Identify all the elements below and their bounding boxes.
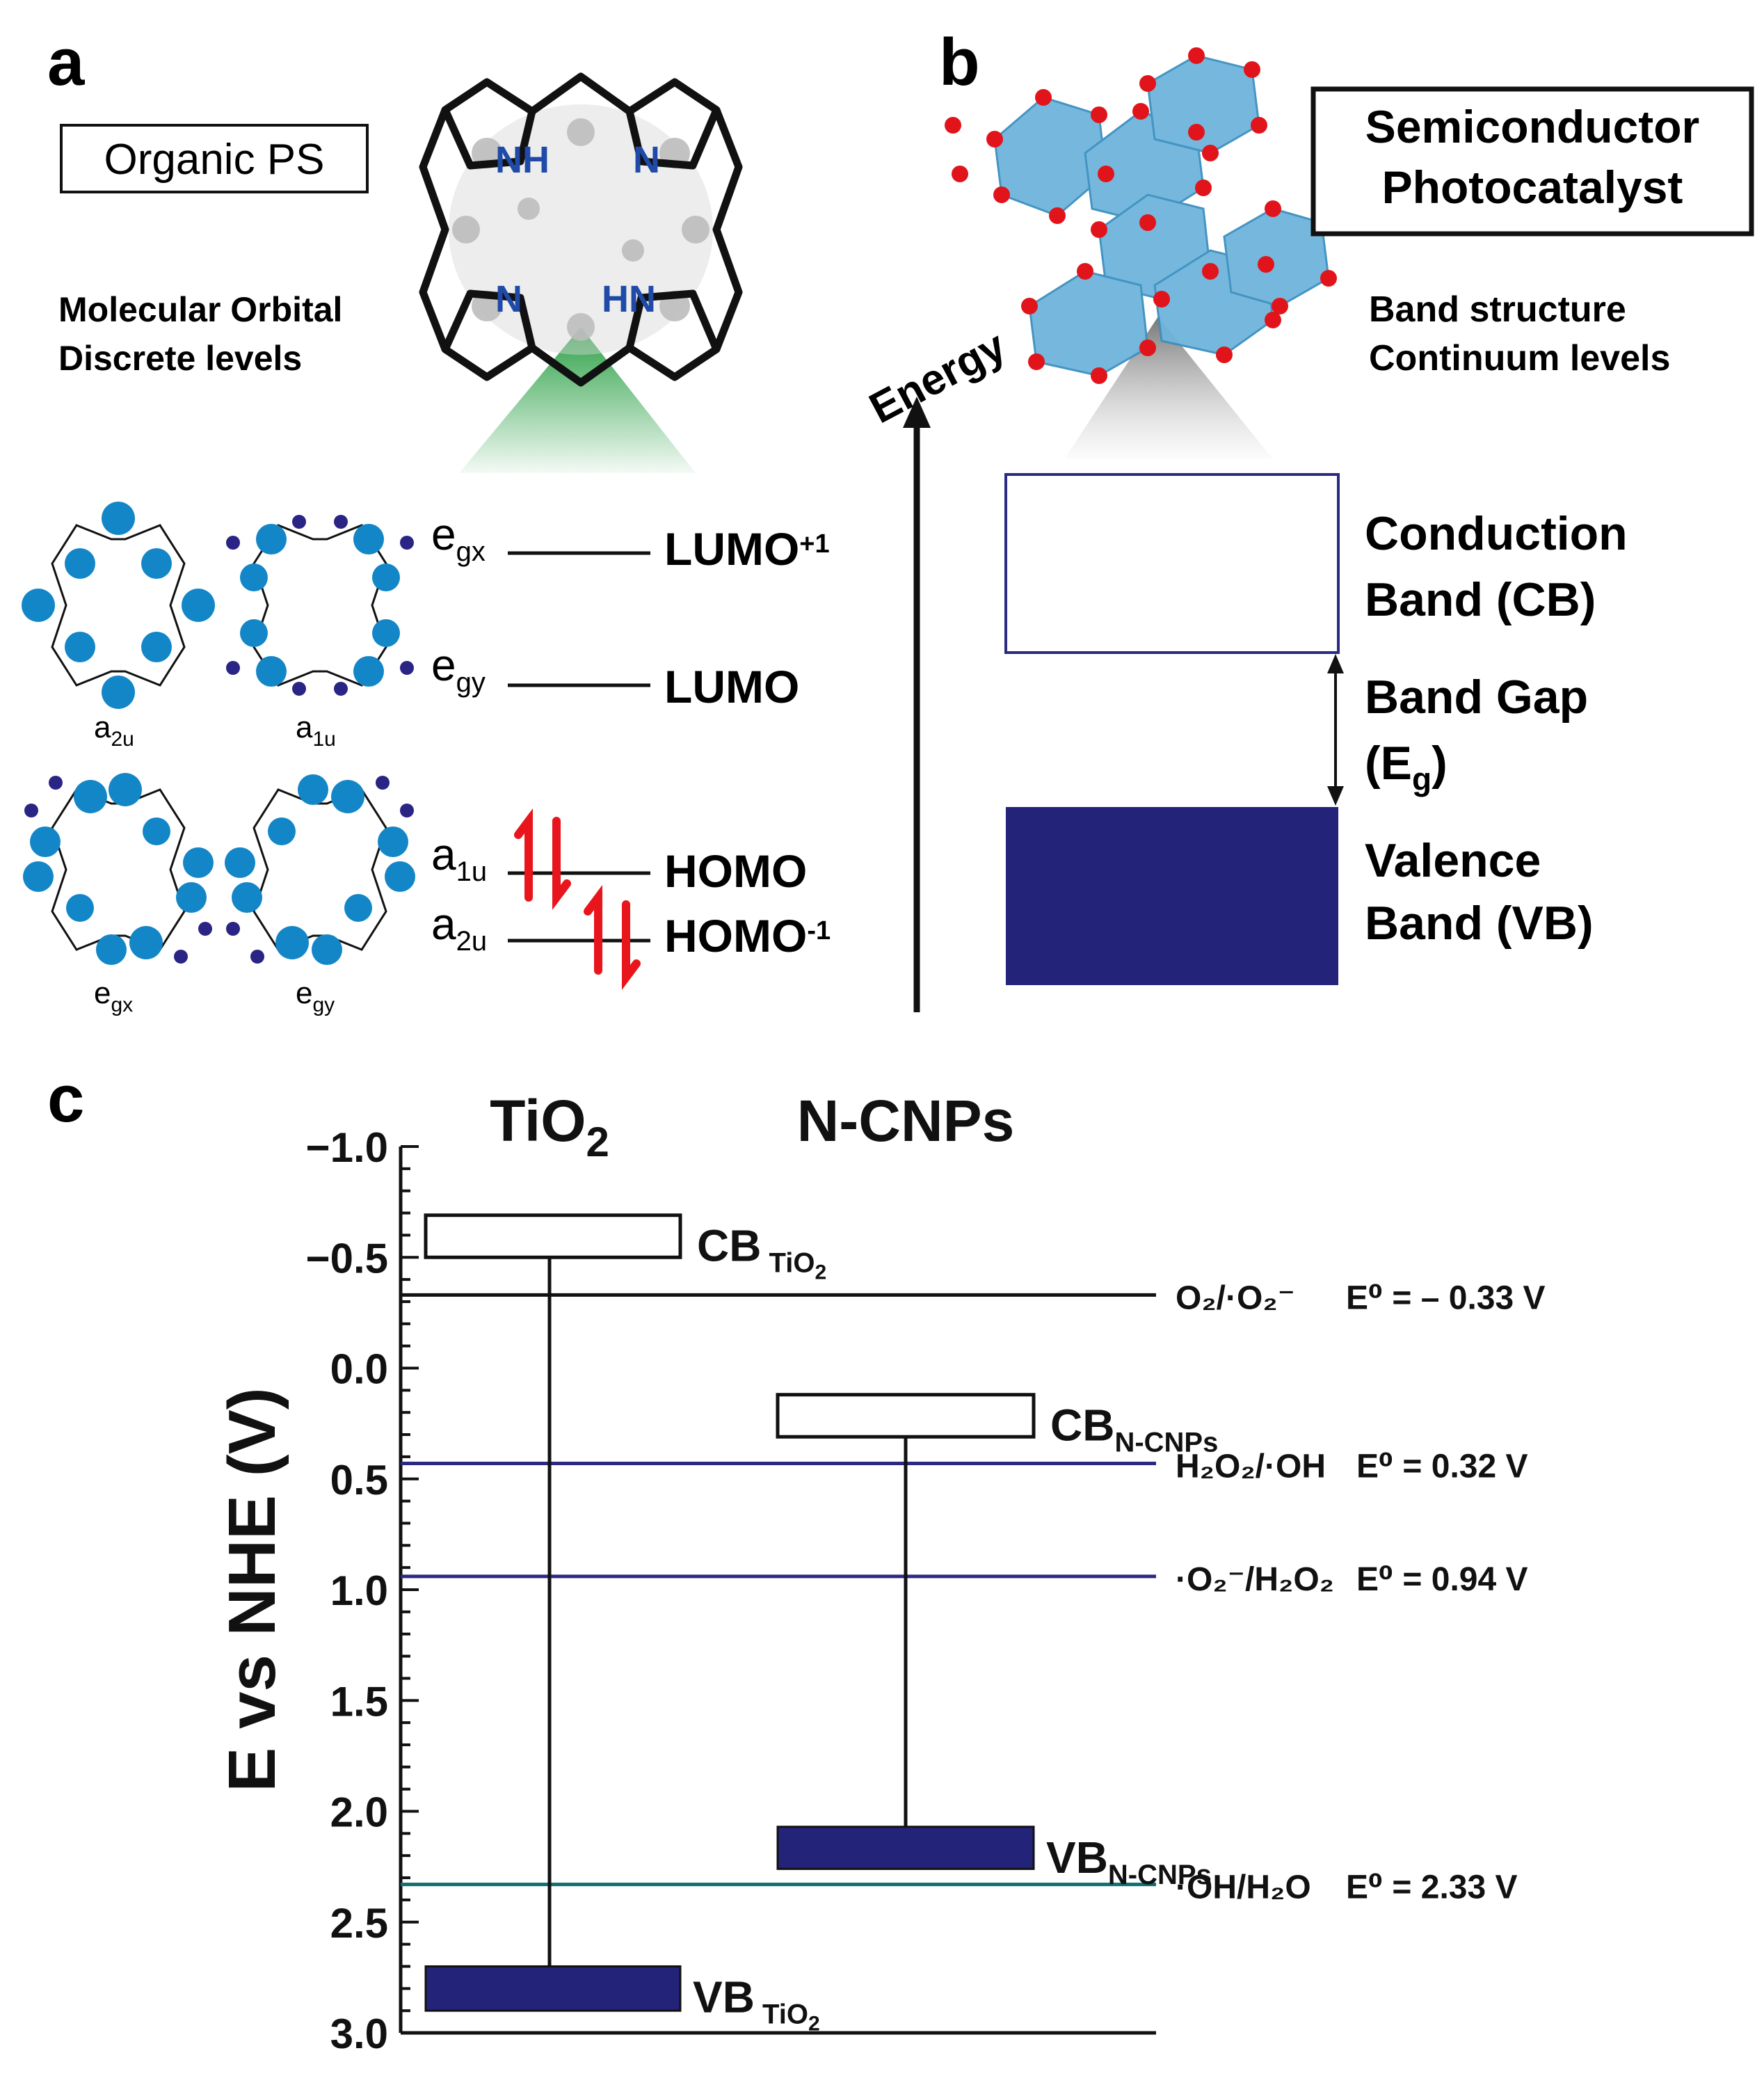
- energy-axis-arrowhead-icon: [903, 397, 931, 428]
- level-homo-minus1-label: HOMO-1: [664, 910, 831, 961]
- vb-label: VBN-CNPs: [1046, 1833, 1212, 1890]
- n-label-bottom: N: [495, 278, 522, 320]
- molecular-orbital-text: Molecular Orbital: [58, 290, 342, 329]
- y-tick-label: −1.0: [306, 1124, 388, 1171]
- orbital-a2u-icon: [22, 502, 215, 709]
- cb-label-line1: Conduction: [1365, 507, 1628, 560]
- conduction-band-rect: [424, 1213, 682, 1259]
- redox-label: ·OH/H₂O: [1176, 1869, 1311, 1906]
- panel-c: c −1.0 −0.5 0.0 0.5 1.0 1.5 2.0 2.5 3.0 E vs NHE …: [47, 1062, 1546, 2057]
- valence-band-rect: [424, 1965, 682, 2012]
- y-tick-label: 3.0: [330, 2011, 388, 2057]
- level-egx-symbol: egx: [431, 509, 486, 567]
- gap-label-line1: Band Gap: [1365, 671, 1588, 724]
- panel-c-letter: c: [47, 1062, 84, 1136]
- band-gap-arrowhead-top-icon: [1327, 654, 1344, 673]
- conduction-band-box: [1004, 473, 1340, 654]
- organic-ps-title: Organic PS: [104, 136, 324, 184]
- gap-label-line2: (Eg): [1365, 737, 1448, 797]
- valence-band-rect: [776, 1826, 1035, 1870]
- level-homo-label: HOMO: [664, 845, 807, 897]
- orbital-diagrams: a2u a1u egx egy: [22, 502, 415, 1016]
- level-lumo-plus1-label: LUMO+1: [664, 523, 830, 575]
- y-tick-label: 1.5: [330, 1678, 388, 1725]
- y-tick-label: 0.5: [330, 1457, 388, 1503]
- panel-b: b: [862, 25, 1754, 1012]
- hn-label: HN: [602, 278, 656, 320]
- vb-label-line2: Band (VB): [1365, 897, 1594, 950]
- redox-potential-label: E⁰ = 0.94 V: [1356, 1561, 1528, 1598]
- valence-band-box: [1006, 807, 1338, 985]
- band-gap-arrowhead-bottom-icon: [1327, 786, 1344, 806]
- redox-label: O₂/·O₂⁻: [1176, 1279, 1295, 1316]
- cb-label: CB TiO2: [697, 1221, 826, 1284]
- vb-label: VB TiO2: [693, 1972, 820, 2035]
- orbital-caption-a2u: a2u: [94, 710, 134, 751]
- cb-label: CBN-CNPs: [1050, 1400, 1218, 1458]
- redox-potential-label: E⁰ = 2.33 V: [1346, 1869, 1518, 1906]
- semiconductor-title-line1: Semiconductor: [1365, 101, 1699, 152]
- material-title: TiO2: [490, 1088, 609, 1165]
- conduction-band-rect: [776, 1393, 1036, 1439]
- orbital-a1u-icon: [226, 515, 414, 696]
- panel-b-letter: b: [939, 25, 980, 99]
- orbital-egy-icon: [225, 774, 415, 965]
- panel-a: a Organic PS Molecular Orbital Discrete …: [22, 25, 831, 1016]
- y-tick-label: −0.5: [306, 1235, 388, 1281]
- electron-pair-homo-icon: [514, 808, 571, 910]
- level-lumo-label: LUMO: [664, 661, 799, 712]
- continuum-levels-text: Continuum levels: [1369, 338, 1670, 378]
- redox-potential-label: E⁰ = – 0.33 V: [1346, 1279, 1546, 1316]
- level-egy-symbol: egy: [431, 640, 486, 698]
- y-tick-label: 1.0: [330, 1567, 388, 1614]
- cb-label-line2: Band (CB): [1365, 573, 1596, 626]
- y-tick-label: 0.0: [330, 1346, 388, 1393]
- orbital-caption-egy: egy: [296, 976, 335, 1016]
- band-structure-text: Band structure: [1369, 289, 1626, 330]
- energy-label: Energy: [862, 321, 1013, 433]
- mo-levels: egx egy a1u a2u LUMO+1 LUMO HOMO HOMO-1: [431, 509, 831, 990]
- porphyrin-structure-icon: NH N N HN: [419, 72, 743, 473]
- redox-label: H₂O₂/·OH: [1176, 1448, 1326, 1485]
- organic-ps-box: [60, 124, 369, 193]
- discrete-levels-text: Discrete levels: [58, 339, 302, 378]
- orbital-caption-egx: egx: [94, 976, 133, 1016]
- level-a1u-symbol: a1u: [431, 829, 487, 887]
- vb-label-line1: Valence: [1365, 834, 1541, 887]
- orbital-egx-icon: [23, 773, 214, 965]
- crystal-structure-icon: [945, 47, 1337, 459]
- semiconductor-title-line2: Photocatalyst: [1382, 161, 1683, 213]
- orbital-caption-a1u: a1u: [296, 710, 336, 751]
- panel-a-letter: a: [47, 25, 85, 99]
- material-title: N-CNPs: [797, 1088, 1015, 1153]
- n-label-top: N: [633, 139, 660, 181]
- redox-label: ·O₂⁻/H₂O₂: [1176, 1561, 1334, 1598]
- y-tick-label: 2.5: [330, 1900, 388, 1947]
- nh-label: NH: [495, 139, 550, 181]
- electron-pair-homo-minus1-icon: [584, 885, 641, 990]
- band-chart: −1.0 −0.5 0.0 0.5 1.0 1.5 2.0 2.5 3.0 E vs NHE (V…: [215, 1088, 1546, 2057]
- level-a2u-symbol: a2u: [431, 899, 487, 957]
- semiconductor-box: [1310, 86, 1754, 237]
- y-tick-label: 2.0: [330, 1789, 388, 1836]
- y-axis-title: E vs NHE (V): [215, 1387, 289, 1791]
- redox-potential-label: E⁰ = 0.32 V: [1356, 1448, 1528, 1485]
